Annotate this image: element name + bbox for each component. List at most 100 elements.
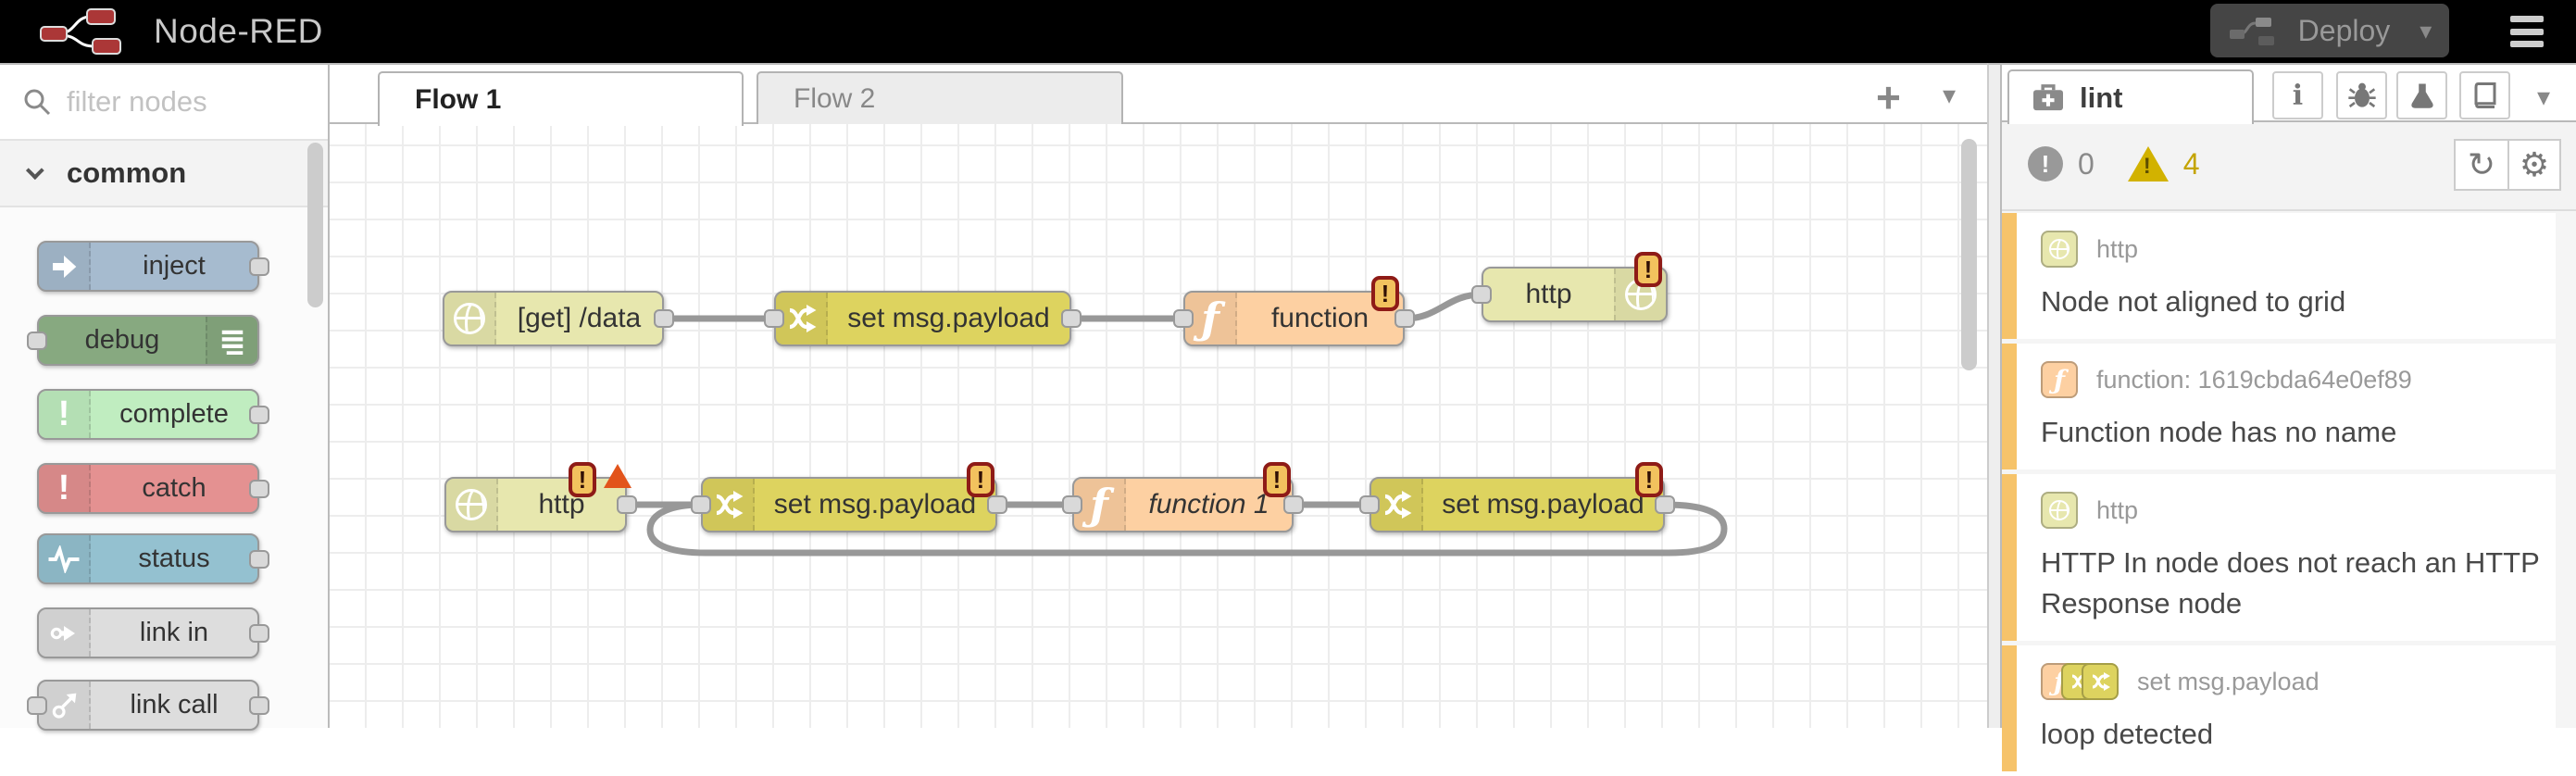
- sidebar-menu-chevron-icon[interactable]: ▾: [2537, 82, 2551, 111]
- input-port[interactable]: [1173, 309, 1194, 328]
- error-count: 0: [2078, 146, 2095, 181]
- palette-scrollbar[interactable]: [307, 143, 323, 307]
- output-port[interactable]: [249, 479, 269, 498]
- debug-tab-button[interactable]: [2336, 71, 2387, 119]
- palette-node-complete[interactable]: ! complete: [37, 389, 269, 440]
- deploy-label: Deploy: [2297, 13, 2391, 47]
- lint-issue-row[interactable]: ƒ set msg.payload: [2002, 645, 2556, 771]
- canvas-scrollbar[interactable]: [1961, 139, 1977, 370]
- deploy-options-chevron-icon[interactable]: ▾: [2420, 16, 2432, 44]
- warning-badge: !: [1371, 276, 1399, 311]
- output-port[interactable]: [654, 309, 674, 328]
- output-port[interactable]: [249, 405, 269, 424]
- output-port[interactable]: [617, 495, 637, 514]
- deploy-button[interactable]: Deploy ▾: [2210, 4, 2449, 57]
- palette-node-label: debug: [84, 325, 160, 355]
- output-port[interactable]: [1283, 495, 1304, 514]
- palette-search[interactable]: [0, 65, 328, 141]
- tab-flow-2[interactable]: Flow 2: [757, 71, 1123, 124]
- http-node-icon: [2041, 231, 2078, 268]
- node-label: [get] /data: [517, 303, 642, 333]
- palette-node-inject[interactable]: inject: [37, 241, 269, 292]
- palette-category-common[interactable]: common: [0, 141, 328, 207]
- lint-issue-row[interactable]: http Node not aligned to grid: [2002, 213, 2556, 339]
- globe-icon: [444, 293, 496, 344]
- output-port[interactable]: [1394, 309, 1415, 328]
- node-label: function: [1270, 303, 1369, 333]
- info-tab-button[interactable]: i: [2272, 71, 2323, 119]
- palette-node-label: status: [138, 544, 210, 573]
- filter-nodes-input[interactable]: [67, 85, 289, 119]
- input-port[interactable]: [691, 495, 711, 514]
- input-port[interactable]: [27, 695, 47, 715]
- input-port[interactable]: [1359, 495, 1380, 514]
- exclamation-icon: !: [39, 465, 91, 512]
- exclamation-icon: !: [39, 391, 91, 438]
- chevron-down-icon: [25, 161, 44, 181]
- input-port[interactable]: [764, 309, 784, 328]
- output-port[interactable]: [249, 549, 269, 569]
- info-icon: i: [2292, 79, 2304, 112]
- output-port[interactable]: [987, 495, 1007, 514]
- flow-node-function-1[interactable]: ƒ function 1: [1062, 477, 1304, 532]
- change-node-icon: [2082, 663, 2119, 700]
- palette-node-debug[interactable]: debug: [27, 315, 259, 366]
- node-icon-stack: ƒ: [2041, 663, 2119, 700]
- settings-button[interactable]: ⚙: [2507, 139, 2561, 191]
- flow-list-chevron-icon[interactable]: ▾: [1943, 81, 1957, 109]
- flow-node-change-2[interactable]: set msg.payload: [691, 477, 1007, 532]
- wires: [623, 291, 1728, 557]
- node-label: set msg.payload: [847, 303, 1050, 333]
- flow-node-http-in-get-data[interactable]: [get] /data: [443, 291, 674, 346]
- input-port[interactable]: [1062, 495, 1082, 514]
- lint-issue-row[interactable]: http HTTP In node does not reach an HTTP…: [2002, 474, 2556, 641]
- node-label: function 1: [1148, 489, 1269, 519]
- change-icon: [1371, 479, 1423, 531]
- add-flow-button[interactable]: +: [1876, 73, 1901, 121]
- flow-node-function[interactable]: ƒ function: [1173, 291, 1415, 346]
- tab-label: lint: [2080, 81, 2123, 114]
- palette-node-link-call[interactable]: link call: [27, 680, 269, 731]
- palette-node-status[interactable]: status: [37, 533, 269, 584]
- warning-badge: !: [1634, 252, 1662, 287]
- output-port[interactable]: [249, 257, 269, 276]
- flow-node-change-3[interactable]: set msg.payload: [1359, 477, 1675, 532]
- palette-node-catch[interactable]: ! catch: [37, 463, 269, 514]
- lint-issue-row[interactable]: ƒ function: 1619cbda64e0ef89 Function no…: [2002, 344, 2556, 469]
- node-palette: common inject debug ! complete: [0, 63, 330, 731]
- palette-body: inject debug ! complete ! catch: [0, 207, 328, 731]
- flow-node-http-in-2[interactable]: http: [444, 477, 637, 532]
- sidebar-resize-handle[interactable]: [1987, 63, 2000, 728]
- change-icon: [703, 479, 755, 531]
- book-icon: [2474, 82, 2495, 108]
- issue-message: Node not aligned to grid: [2041, 285, 2346, 318]
- palette-node-label: catch: [142, 473, 206, 503]
- output-port[interactable]: [249, 623, 269, 643]
- tab-flow-1[interactable]: Flow 1: [378, 71, 744, 126]
- search-icon: [24, 89, 51, 116]
- bug-icon: [2347, 82, 2376, 108]
- input-port[interactable]: [1471, 285, 1492, 304]
- pulse-icon: [39, 535, 91, 582]
- node-label: set msg.payload: [1442, 489, 1644, 519]
- main-menu-button[interactable]: [2510, 16, 2544, 47]
- refresh-button[interactable]: ↻: [2454, 139, 2507, 191]
- error-triangle-icon: [604, 464, 631, 488]
- app-title: Node-RED: [154, 12, 323, 50]
- flow-canvas[interactable]: [get] /data set msg.payload ƒ function !…: [330, 124, 1987, 728]
- output-port[interactable]: [1655, 495, 1675, 514]
- inject-icon: [39, 243, 91, 290]
- output-port[interactable]: [249, 695, 269, 715]
- book-tab-button[interactable]: [2459, 71, 2510, 119]
- issue-message: HTTP In node does not reach an HTTP Resp…: [2041, 546, 2540, 620]
- output-port[interactable]: [1061, 309, 1082, 328]
- flow-node-change-1[interactable]: set msg.payload: [764, 291, 1082, 346]
- flask-tab-button[interactable]: [2396, 71, 2447, 119]
- input-port[interactable]: [27, 331, 47, 350]
- function-node-icon: ƒ: [2041, 361, 2078, 398]
- palette-node-label: complete: [119, 399, 229, 429]
- tab-lint[interactable]: lint: [2007, 69, 2254, 124]
- function-icon: ƒ: [1185, 293, 1237, 344]
- issue-node-label: function: 1619cbda64e0ef89: [2096, 365, 2412, 394]
- palette-node-link-in[interactable]: link in: [37, 607, 269, 658]
